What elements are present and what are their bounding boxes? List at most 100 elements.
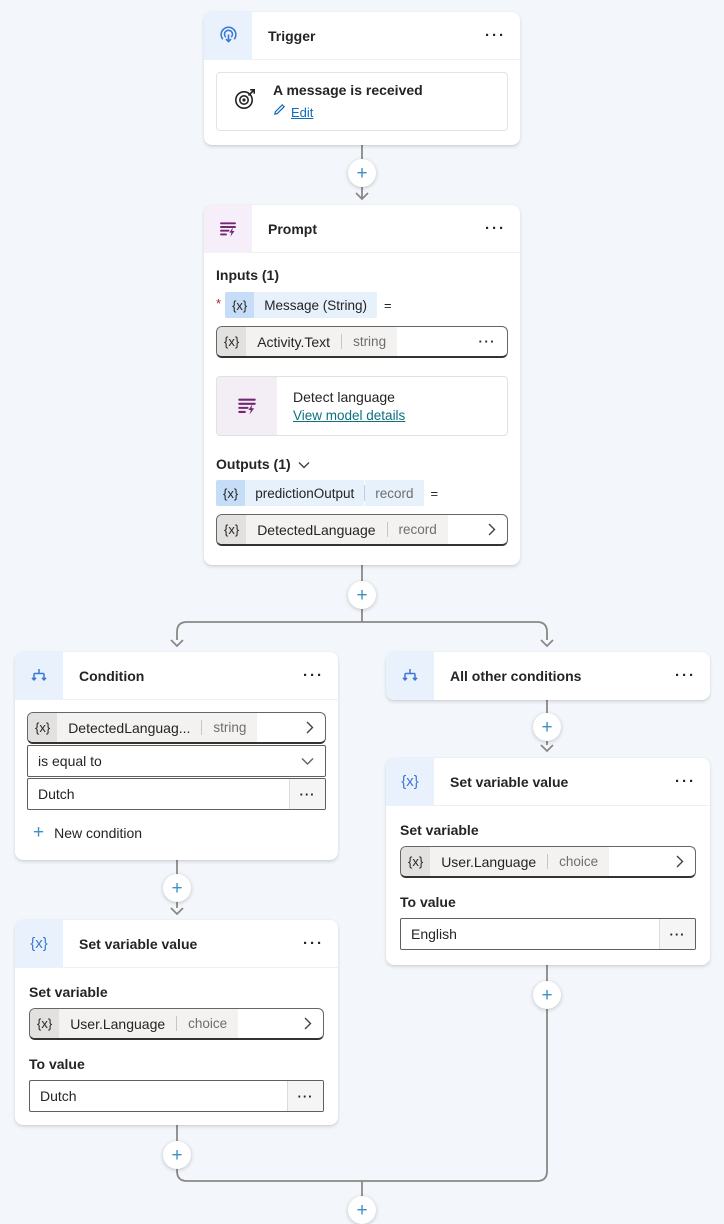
set-variable-node-right[interactable]: {x} Set variable value ··· Set variable …	[386, 757, 710, 965]
all-other-conditions-node[interactable]: All other conditions ···	[386, 652, 710, 700]
new-condition-button[interactable]: + New condition	[27, 823, 326, 842]
prompt-node-header[interactable]: Prompt ···	[204, 204, 520, 253]
trigger-detail-card[interactable]: A message is received Edit	[216, 72, 508, 131]
insert-node-button-2[interactable]: +	[348, 581, 376, 609]
message-token-label: Message (String)	[254, 292, 378, 318]
to-value-label: To value	[400, 894, 456, 910]
set-variable-label: Set variable	[29, 984, 108, 1000]
all-other-conditions-header[interactable]: All other conditions ···	[386, 652, 710, 700]
condition-branch-icon	[386, 652, 434, 700]
to-value: Dutch	[40, 1088, 77, 1104]
detected-language-label: DetectedLanguage	[246, 515, 387, 544]
model-card[interactable]: Detect language View model details	[216, 376, 508, 436]
variable-picker-field[interactable]: {x} User.Language choice	[400, 846, 696, 878]
variable-name-label: User.Language	[59, 1009, 177, 1038]
condition-node[interactable]: Condition ··· {x} DetectedLanguag... str…	[15, 651, 338, 860]
chevron-down-icon	[290, 753, 325, 769]
prompt-menu-button[interactable]: ···	[485, 219, 506, 237]
variable-chip-icon: {x}	[217, 515, 247, 544]
set-variable-node-left[interactable]: {x} Set variable value ··· Set variable …	[15, 919, 338, 1125]
trigger-node-header[interactable]: Trigger ···	[204, 11, 520, 60]
prediction-output-type: record	[365, 480, 424, 506]
set-variable-left-header[interactable]: {x} Set variable value ···	[15, 919, 338, 968]
view-model-details-link[interactable]: View model details	[293, 408, 406, 423]
variable-type-label: choice	[177, 1009, 239, 1038]
variable-picker-field[interactable]: {x} User.Language choice	[29, 1008, 324, 1040]
detected-language-field[interactable]: {x} DetectedLanguage record	[216, 514, 508, 546]
operator-value: is equal to	[38, 753, 102, 769]
model-name-label: Detect language	[293, 389, 395, 405]
chevron-right-icon[interactable]	[295, 713, 325, 742]
condition-node-header[interactable]: Condition ···	[15, 651, 338, 700]
to-value-menu-button[interactable]: ···	[659, 919, 695, 949]
trigger-edit-link[interactable]: Edit	[291, 104, 314, 120]
prompt-title: Prompt	[268, 220, 317, 237]
to-value-input[interactable]: Dutch ···	[29, 1080, 324, 1112]
new-condition-label: New condition	[54, 824, 143, 841]
prompt-icon	[204, 204, 252, 253]
condition-variable-type: string	[202, 713, 258, 742]
set-variable-right-menu-button[interactable]: ···	[675, 772, 696, 790]
outputs-heading: Outputs (1)	[216, 456, 291, 472]
variable-icon: {x}	[15, 919, 63, 968]
condition-branch-icon	[15, 651, 63, 700]
insert-node-button-4[interactable]: +	[163, 874, 191, 902]
condition-value-menu-button[interactable]: ···	[289, 779, 325, 809]
to-value-menu-button[interactable]: ···	[287, 1081, 323, 1111]
to-value-label: To value	[29, 1056, 85, 1072]
prediction-output-pill[interactable]: {x} predictionOutput record	[216, 480, 424, 506]
chevron-right-icon[interactable]	[293, 1009, 323, 1038]
pencil-icon	[273, 103, 286, 121]
operator-select[interactable]: is equal to	[27, 745, 326, 777]
output-token-row: {x} predictionOutput record =	[216, 480, 508, 506]
target-icon	[231, 85, 259, 118]
set-variable-left-menu-button[interactable]: ···	[303, 934, 324, 952]
chevron-right-icon[interactable]	[477, 515, 507, 544]
to-value-input[interactable]: English ···	[400, 918, 696, 950]
chevron-right-icon[interactable]	[665, 847, 695, 876]
variable-chip-icon: {x}	[30, 1009, 60, 1038]
all-other-conditions-menu-button[interactable]: ···	[675, 667, 696, 684]
insert-node-button-1[interactable]: +	[348, 159, 376, 187]
outputs-heading-row[interactable]: Outputs (1)	[216, 456, 508, 472]
insert-node-button-5[interactable]: +	[533, 981, 561, 1009]
variable-chip-icon: {x}	[401, 847, 431, 876]
field-divider	[386, 515, 388, 544]
trigger-icon	[204, 11, 252, 60]
variable-type-label: choice	[548, 847, 610, 876]
prediction-output-label: predictionOutput	[245, 480, 365, 506]
condition-title: Condition	[79, 667, 145, 684]
condition-menu-button[interactable]: ···	[303, 666, 324, 684]
message-token-pill[interactable]: {x} Message (String)	[225, 292, 378, 318]
to-value: English	[411, 926, 457, 942]
set-variable-right-title: Set variable value	[450, 773, 569, 790]
variable-chip-icon: {x}	[217, 327, 247, 356]
trigger-event-label: A message is received	[273, 82, 423, 98]
prompt-node[interactable]: Prompt ··· Inputs (1) * {x} Message (Str…	[204, 204, 520, 565]
set-variable-right-header[interactable]: {x} Set variable value ···	[386, 757, 710, 806]
chevron-down-icon[interactable]	[298, 456, 310, 472]
condition-variable-field[interactable]: {x} DetectedLanguag... string	[27, 712, 326, 744]
activity-text-field[interactable]: {x} Activity.Text string ···	[216, 326, 508, 358]
variable-chip-icon: {x}	[225, 292, 255, 318]
insert-node-button-3[interactable]: +	[533, 713, 561, 741]
inputs-heading: Inputs (1)	[216, 267, 279, 283]
plus-icon: +	[33, 822, 45, 843]
variable-chip-icon: {x}	[216, 480, 246, 506]
trigger-menu-button[interactable]: ···	[485, 26, 506, 44]
trigger-node[interactable]: Trigger ··· A message is received	[204, 11, 520, 145]
set-variable-label: Set variable	[400, 822, 479, 838]
detected-language-type: record	[387, 515, 448, 544]
variable-name-label: User.Language	[430, 847, 548, 876]
pill-divider	[364, 485, 366, 501]
insert-node-button-6[interactable]: +	[163, 1141, 191, 1169]
activity-text-label: Activity.Text	[246, 327, 342, 356]
activity-text-menu-button[interactable]: ···	[478, 334, 496, 349]
condition-value-input[interactable]: Dutch ···	[27, 778, 326, 810]
condition-value: Dutch	[38, 786, 75, 802]
all-other-conditions-title: All other conditions	[450, 668, 582, 684]
field-divider	[547, 847, 549, 876]
insert-node-button-7[interactable]: +	[348, 1196, 376, 1224]
field-divider	[341, 327, 343, 356]
